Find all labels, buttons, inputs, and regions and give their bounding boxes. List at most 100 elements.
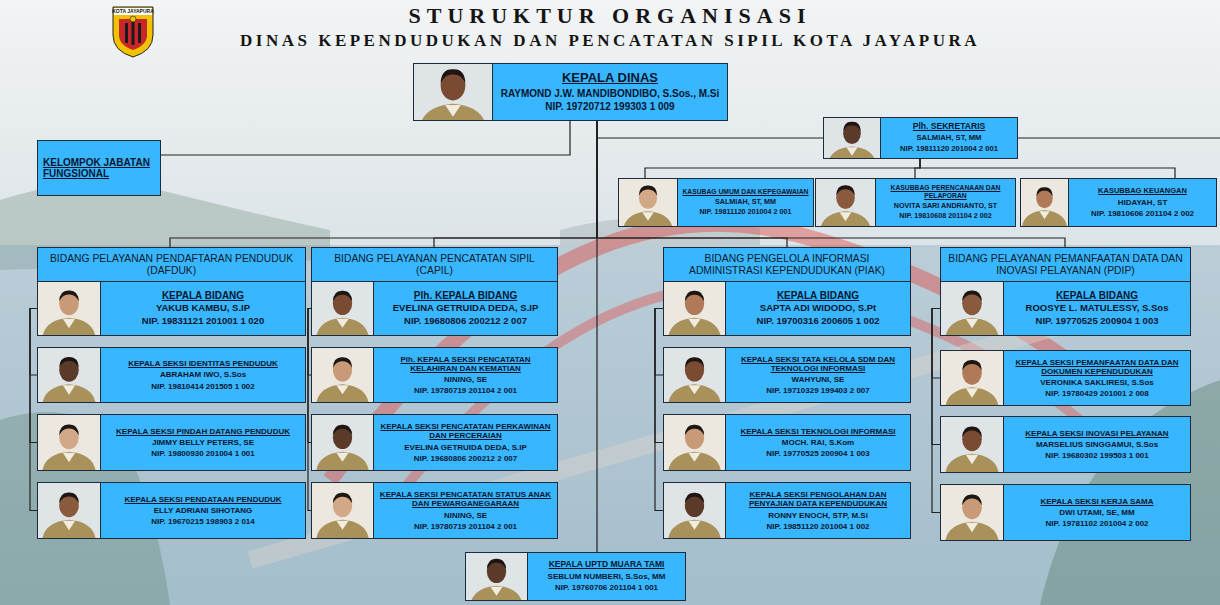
hair bbox=[685, 291, 704, 302]
employee-id: NIP. 19780429 201001 2 008 bbox=[1045, 389, 1149, 398]
uniform bbox=[945, 454, 999, 472]
photo-portrait bbox=[1021, 179, 1069, 226]
position-title: KEPALA UPTD MUARA TAMI bbox=[549, 560, 665, 570]
collar bbox=[966, 388, 978, 397]
photo-portrait bbox=[312, 282, 374, 335]
collar bbox=[846, 147, 857, 155]
uniform bbox=[668, 452, 721, 470]
sea bbox=[0, 245, 1220, 605]
text-area: KEPALA SEKSI KERJA SAMADWI UTAMI, SE, MM… bbox=[1004, 485, 1190, 540]
person-name: MOCH. RAI, S.Kom bbox=[782, 438, 854, 447]
photo-portrait bbox=[664, 415, 726, 470]
connector bbox=[161, 121, 570, 155]
text-area: KEPALA UPTD MUARA TAMISEBLUM NUMBERI, S.… bbox=[528, 553, 685, 600]
hair bbox=[333, 357, 352, 368]
collar bbox=[966, 455, 978, 464]
person-name: MARSELIUS SINGGAMUI, S.Sos bbox=[1036, 440, 1158, 449]
hair bbox=[962, 290, 982, 301]
employee-id: NIP. 19851120 201004 1 002 bbox=[766, 522, 869, 531]
group-name: KELOMPOK JABATAN FUNGSIONAL bbox=[43, 157, 155, 180]
uniform bbox=[668, 520, 721, 538]
uniform bbox=[42, 520, 96, 538]
photo-portrait bbox=[312, 483, 374, 538]
hair bbox=[962, 494, 982, 505]
hair bbox=[685, 357, 704, 368]
position-title: KASUBBAG PERENCANAAN DAN PELAPORAN bbox=[880, 184, 1011, 200]
head-of-division-box: KEPALA BIDANGSAPTA ADI WIDODO, S.PtNIP. … bbox=[663, 281, 911, 336]
uniform bbox=[316, 318, 369, 335]
functional-group-box: KELOMPOK JABATAN FUNGSIONAL bbox=[37, 140, 161, 196]
hair bbox=[59, 424, 79, 435]
division-name: BIDANG PENGELOLA INFORMASI ADMINISTRASI … bbox=[668, 253, 906, 277]
section-box: KEPALA SEKSI KERJA SAMADWI UTAMI, SE, MM… bbox=[940, 484, 1191, 541]
photo-backdrop bbox=[619, 179, 677, 226]
text-area: KEPALA DINASRAYMOND J.W. MANDIBONDIBO, S… bbox=[493, 64, 727, 120]
text-area: KEPALA SEKSI PENCATATAN STATUS ANAK DAN … bbox=[374, 483, 557, 538]
photo-portrait bbox=[941, 417, 1004, 472]
person-name: YAKUB KAMBU, S.IP bbox=[156, 303, 250, 314]
photo-backdrop bbox=[816, 179, 875, 226]
hair bbox=[487, 559, 506, 570]
text-area: KEPALA SEKSI PENCATATAN PERKAWINAN DAN P… bbox=[374, 415, 557, 470]
text-area: KASUBBAG PERENCANAAN DAN PELAPORANNOVITA… bbox=[876, 179, 1015, 226]
uniform bbox=[42, 318, 96, 335]
division-name: BIDANG PELAYANAN PENDAFTARAN PENDUDUK (D… bbox=[42, 253, 301, 277]
connector bbox=[308, 309, 311, 511]
subsection-box: KASUBBAG KEUANGANHIDAYAH, STNIP. 1981060… bbox=[1020, 178, 1217, 227]
division-band: BIDANG PELAYANAN PENDAFTARAN PENDUDUK (D… bbox=[37, 247, 306, 282]
person-name: WAHYUNI, SE bbox=[792, 375, 845, 384]
connector bbox=[920, 159, 1175, 178]
text-area: KEPALA SEKSI PENDATAAN PENDUDUKELLY ADRI… bbox=[101, 483, 305, 538]
uniform bbox=[945, 522, 999, 540]
photo-portrait bbox=[466, 553, 528, 600]
division-band: BIDANG PENGELOLA INFORMASI ADMINISTRASI … bbox=[663, 247, 911, 282]
hair bbox=[59, 290, 79, 301]
text-area: KEPALA SEKSI INOVASI PELAYANAN MARSELIUS … bbox=[1004, 417, 1190, 472]
text-area: KEPALA SEKSI PEMANFAATAN DATA DAN DOKUME… bbox=[1004, 351, 1190, 405]
connector bbox=[170, 121, 597, 247]
photo-backdrop bbox=[824, 118, 880, 158]
position-title: KASUBAG UMUM DAN KEPEGAWAIAN bbox=[682, 188, 808, 196]
collar bbox=[966, 319, 978, 328]
employee-id: NIP. 19680806 200212 2 007 bbox=[404, 316, 527, 327]
collar bbox=[63, 319, 75, 328]
connector bbox=[434, 121, 597, 247]
person-name: VERONIKA SAKLIRESI, S.Sos bbox=[1040, 378, 1154, 387]
section-box: KEPALA SEKSI TATA KELOLA SDM DAN TEKNOLO… bbox=[663, 347, 911, 403]
person-name: SALMIAH, ST, MM bbox=[715, 198, 776, 206]
employee-id: NIP. 19680806 200212 2 007 bbox=[414, 454, 518, 463]
photo-portrait bbox=[619, 179, 678, 226]
person-name: HIDAYAH, ST bbox=[1118, 198, 1168, 207]
section-box: KEPALA SEKSI PENCATATAN STATUS ANAK DAN … bbox=[311, 482, 558, 539]
position-title: KEPALA SEKSI KERJA SAMA bbox=[1040, 497, 1153, 506]
photo-portrait bbox=[38, 483, 101, 538]
employee-id: NIP. 19810606 201104 2 002 bbox=[1091, 209, 1194, 218]
head-of-division-box: KEPALA BIDANGROOSYE L. MATULESSY, S.SosN… bbox=[940, 281, 1191, 336]
collar bbox=[63, 385, 75, 394]
person-name: EVELINA GETRUIDA DEDA, S.IP bbox=[393, 303, 539, 314]
hair bbox=[685, 493, 704, 504]
hair bbox=[333, 291, 352, 302]
section-box: KEPALA SEKSI INOVASI PELAYANAN MARSELIUS … bbox=[940, 416, 1191, 473]
collar bbox=[336, 319, 348, 328]
employee-id: NIP. 19770525 200904 1 003 bbox=[766, 449, 870, 458]
uniform bbox=[316, 452, 369, 470]
employee-id: NIP. 19780719 201104 2 001 bbox=[414, 522, 517, 531]
photo-portrait bbox=[941, 351, 1004, 405]
photo-portrait bbox=[312, 415, 374, 470]
uniform bbox=[42, 384, 96, 402]
collar bbox=[966, 523, 978, 532]
section-box: KEPALA SEKSI TEKNOLOGI INFORMASIMOCH. RA… bbox=[663, 414, 911, 471]
employee-id: NIP. 19811120 201004 2 001 bbox=[900, 145, 998, 154]
text-area: Plh. SEKRETARISSALMIAH, ST, MMNIP. 19811… bbox=[881, 118, 1017, 158]
person-name: EVELINA GETRUIDA DEDA, S.IP bbox=[404, 443, 527, 452]
person-name: RONNY ENOCH, STP, M.Si bbox=[768, 511, 868, 520]
uniform bbox=[316, 520, 369, 538]
position-title: KEPALA SEKSI INOVASI PELAYANAN bbox=[1025, 429, 1168, 438]
connector bbox=[596, 121, 597, 552]
photo-portrait bbox=[816, 179, 876, 226]
connector bbox=[655, 309, 663, 376]
employee-id: NIP. 19680302 199503 1 001 bbox=[1045, 451, 1149, 460]
title-heading: STURUKTUR ORGANISASI bbox=[0, 3, 1220, 29]
